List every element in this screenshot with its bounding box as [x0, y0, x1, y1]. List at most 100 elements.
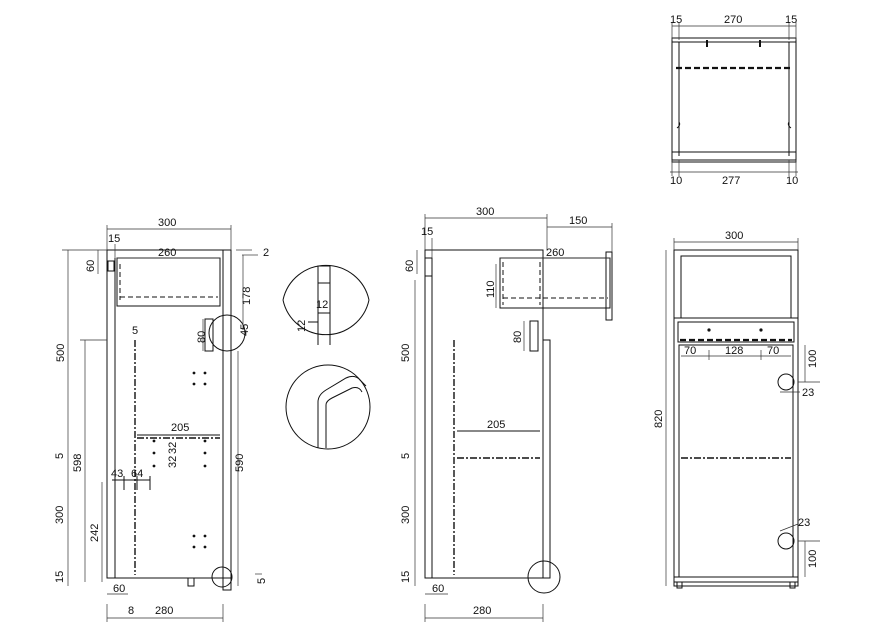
- front-door: [678, 344, 794, 578]
- mid-cabinet-body: [424, 249, 544, 579]
- left-label-590: 590: [234, 454, 246, 472]
- front-label-23-bottom: 23: [798, 517, 810, 529]
- side-view-left: 300 15 260 2 60 178 80 45 500 5 300 15 5…: [54, 217, 269, 622]
- mid-door-panel: [542, 339, 551, 579]
- left-detail-circle-lower: [211, 566, 233, 588]
- left-hole: [203, 464, 207, 468]
- left-hole: [203, 371, 207, 375]
- top-view-outline: [671, 37, 797, 163]
- left-cabinet-body: [106, 249, 224, 579]
- front-label-128: 128: [725, 345, 743, 357]
- side-view-middle: 300 150 15 260 60 110 80 500 5 300 15 20…: [400, 206, 613, 622]
- left-label-64: 64: [131, 468, 143, 480]
- front-label-100-top: 100: [807, 350, 819, 368]
- left-label-178: 178: [241, 287, 253, 305]
- mid-label-500: 500: [400, 344, 412, 362]
- left-hole: [152, 439, 156, 443]
- detail-label-12-b: 12: [296, 320, 308, 332]
- left-hole: [152, 464, 156, 468]
- left-label-5: 5: [54, 453, 66, 459]
- detail-joint-arc-top: [282, 264, 370, 301]
- detail-joint: 12 12: [282, 264, 370, 345]
- left-drawer: [116, 257, 221, 307]
- left-detail-circle-upper: [208, 314, 246, 352]
- mid-label-260: 260: [546, 247, 564, 259]
- left-label-32a: 32: [167, 456, 179, 468]
- mid-detail-circle: [527, 560, 561, 594]
- left-foot: [187, 577, 195, 587]
- detail-label-12-a: 12: [316, 299, 328, 311]
- mid-label-5: 5: [400, 453, 412, 459]
- top-view-label-10-left: 10: [670, 175, 682, 187]
- left-rail: [204, 318, 214, 352]
- left-label-280: 280: [155, 605, 173, 617]
- mid-label-300: 300: [400, 506, 412, 524]
- top-view-hinge-right: [787, 121, 792, 129]
- top-view-label-270: 270: [724, 14, 742, 26]
- top-view-door: [671, 151, 797, 161]
- mid-label-110: 110: [485, 280, 497, 298]
- left-label-45: 45: [239, 324, 251, 336]
- left-label-43: 43: [111, 468, 123, 480]
- left-label-5-base: 5: [256, 578, 268, 584]
- mid-rail: [529, 320, 539, 352]
- top-view-label-15-left: 15: [670, 14, 682, 26]
- front-foot-right: [789, 581, 796, 589]
- mid-label-15-bottom: 15: [400, 571, 412, 583]
- left-hole: [192, 534, 196, 538]
- front-label-23-top: 23: [802, 387, 814, 399]
- mid-label-300: 300: [476, 206, 494, 218]
- detail-joint-top-block: [317, 265, 331, 284]
- front-handle-hole-right: [759, 328, 763, 332]
- left-hole: [192, 545, 196, 549]
- front-label-820: 820: [653, 410, 665, 428]
- left-drawer-handle: [107, 260, 115, 272]
- left-hole: [203, 534, 207, 538]
- detail-corner-outer: [317, 375, 367, 448]
- top-view-label-10-right: 10: [786, 175, 798, 187]
- mid-label-280: 280: [473, 605, 491, 617]
- mid-label-60: 60: [404, 260, 416, 272]
- left-label-500: 500: [55, 344, 67, 362]
- left-label-8: 8: [128, 605, 134, 617]
- mid-label-205: 205: [487, 419, 505, 431]
- front-label-300: 300: [725, 230, 743, 242]
- left-hole: [192, 371, 196, 375]
- left-label-60: 60: [85, 260, 97, 272]
- left-label-598: 598: [72, 454, 84, 472]
- left-label-300: 300: [54, 506, 66, 524]
- left-label-32b: 32: [167, 442, 179, 454]
- left-door-panel: [222, 249, 232, 591]
- mid-label-60-base: 60: [432, 583, 444, 595]
- mid-label-15: 15: [421, 226, 433, 238]
- left-label-242: 242: [89, 524, 101, 542]
- top-view-label-277: 277: [722, 175, 740, 187]
- detail-joint-step: [308, 312, 330, 323]
- front-dim-23-bottom: [779, 523, 799, 532]
- detail-corner-inner: [325, 387, 363, 448]
- top-view-label-15-right: 15: [785, 14, 797, 26]
- mid-drawer-handle: [424, 257, 433, 277]
- front-handle-hole-left: [707, 328, 711, 332]
- detail-corner: [285, 364, 371, 450]
- left-hole: [192, 382, 196, 386]
- mid-label-150: 150: [569, 215, 587, 227]
- left-label-60-base: 60: [113, 583, 125, 595]
- top-view-hinge-left: [676, 121, 681, 129]
- left-hole: [203, 382, 207, 386]
- left-label-300: 300: [158, 217, 176, 229]
- front-cabinet-outline: [673, 249, 799, 587]
- left-label-5-mid: 5: [132, 325, 138, 337]
- front-label-70-left: 70: [684, 345, 696, 357]
- mid-label-80: 80: [512, 331, 524, 343]
- front-drawer-front: [677, 321, 795, 343]
- front-label-70-right: 70: [767, 345, 779, 357]
- left-label-15: 15: [108, 233, 120, 245]
- detail-joint-arc-bottom: [282, 299, 370, 336]
- left-hole: [203, 451, 207, 455]
- front-drawer-opening: [680, 255, 792, 319]
- front-hinge-bottom: [777, 532, 795, 550]
- front-view: 300 820 70 128 70 100 23 23 100: [653, 230, 820, 589]
- front-foot-left: [676, 581, 683, 589]
